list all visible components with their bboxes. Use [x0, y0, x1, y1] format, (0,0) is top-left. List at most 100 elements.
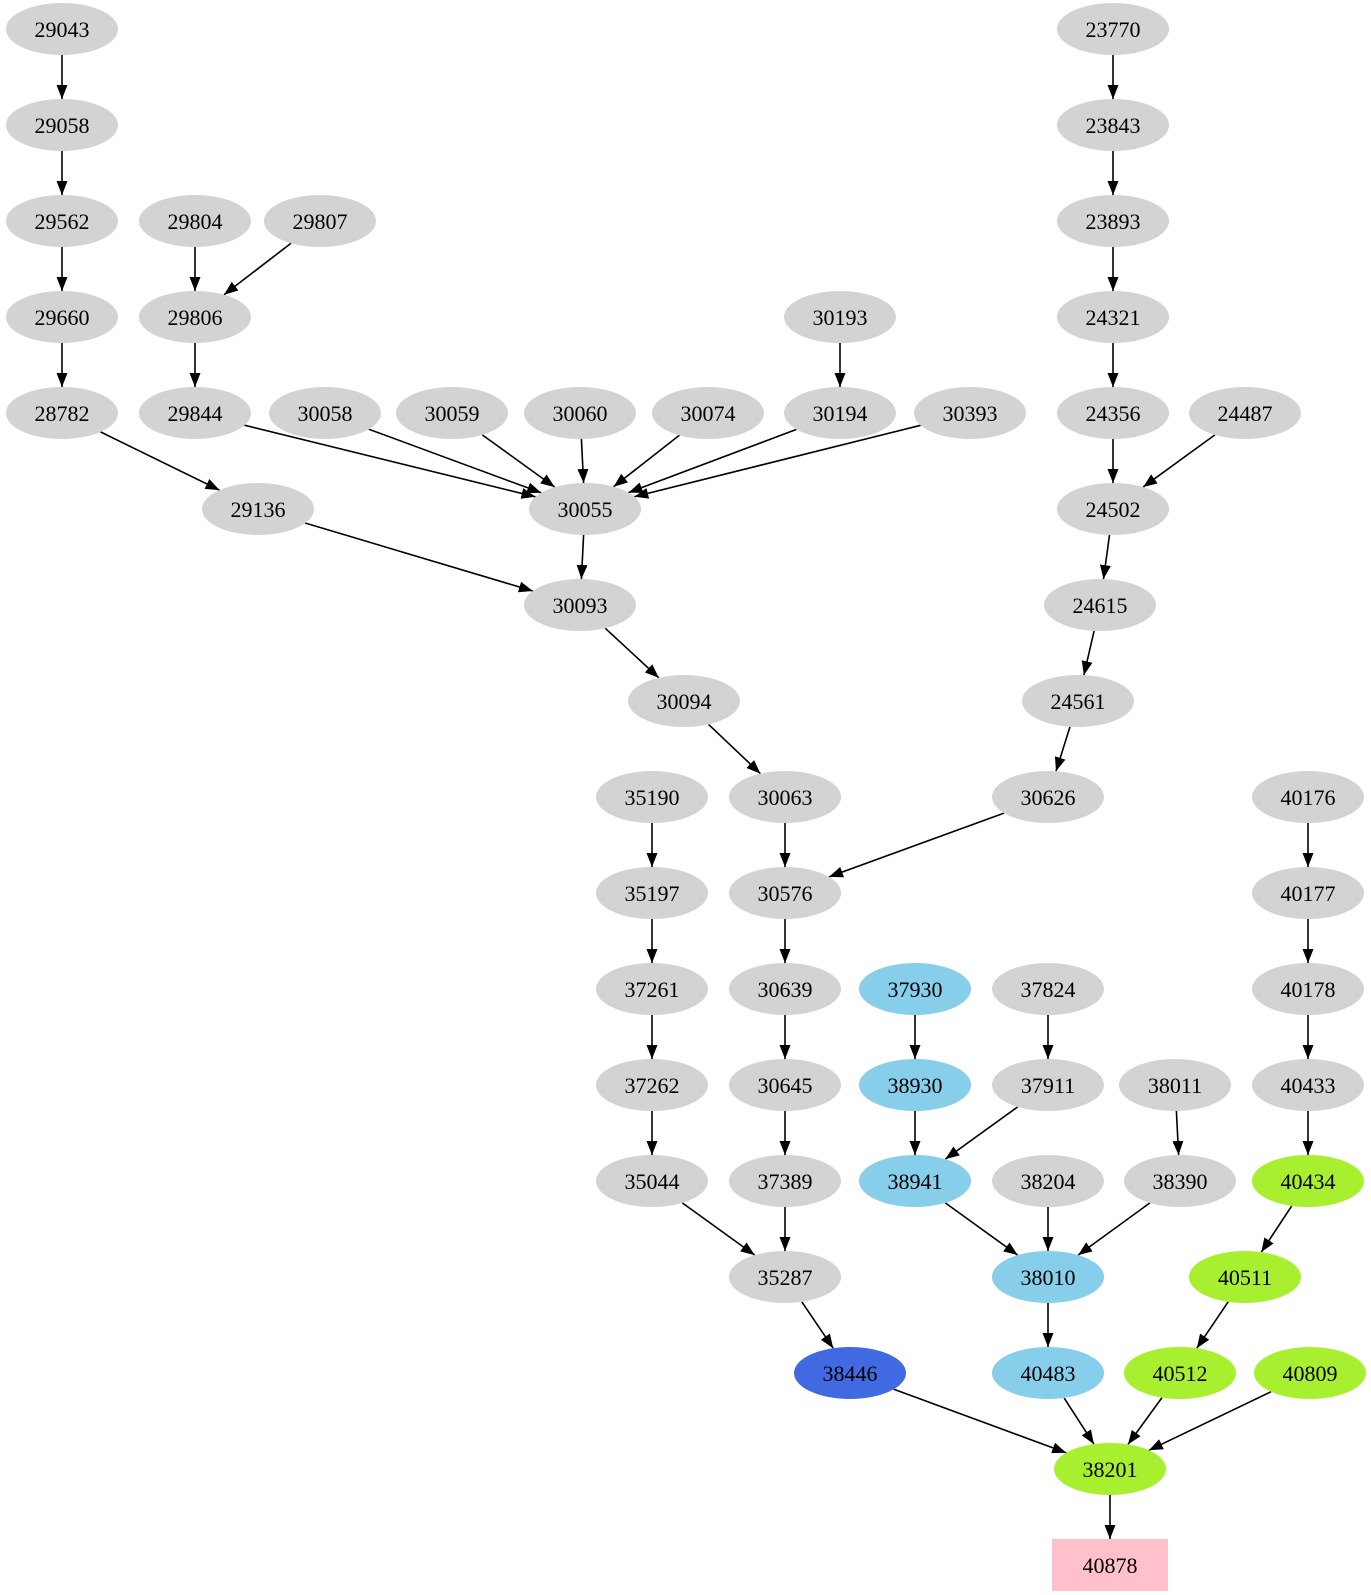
edge-40512-38201 [1127, 1397, 1163, 1445]
edge-24487-24502 [1142, 434, 1216, 488]
node-label-35190: 35190 [625, 785, 680, 810]
node-label-40176: 40176 [1281, 785, 1336, 810]
node-38941: 38941 [859, 1155, 971, 1207]
node-label-40433: 40433 [1281, 1073, 1336, 1098]
node-ellipse-40809 [1254, 1347, 1366, 1399]
node-label-37261: 37261 [625, 977, 680, 1002]
edge-40511-40512 [1196, 1301, 1229, 1349]
node-40178: 40178 [1252, 963, 1364, 1015]
edge-40483-38201 [1063, 1397, 1095, 1445]
edge-30060-30055 [577, 438, 589, 484]
node-ellipse-30063 [729, 771, 841, 823]
node-ellipse-29806 [139, 291, 251, 343]
node-label-24321: 24321 [1086, 305, 1141, 330]
node-label-37824: 37824 [1021, 977, 1076, 1002]
node-29807: 29807 [264, 195, 376, 247]
node-30093: 30093 [524, 579, 636, 631]
edge-40434-40511 [1260, 1205, 1293, 1253]
node-30060: 30060 [524, 387, 636, 439]
node-29058: 29058 [6, 99, 118, 151]
node-ellipse-24321 [1057, 291, 1169, 343]
node-30193: 30193 [784, 291, 896, 343]
node-label-29807: 29807 [293, 209, 348, 234]
node-40809: 40809 [1254, 1347, 1366, 1399]
node-ellipse-38010 [992, 1251, 1104, 1303]
node-ellipse-40434 [1252, 1155, 1364, 1207]
node-label-38011: 38011 [1148, 1073, 1202, 1098]
node-ellipse-40433 [1252, 1059, 1364, 1111]
node-label-30645: 30645 [758, 1073, 813, 1098]
node-ellipse-24561 [1022, 675, 1134, 727]
node-label-40177: 40177 [1281, 881, 1336, 906]
node-label-30393: 30393 [943, 401, 998, 426]
node-29136: 29136 [202, 483, 314, 535]
node-40511: 40511 [1189, 1251, 1301, 1303]
node-ellipse-38011 [1119, 1059, 1231, 1111]
node-24356: 24356 [1057, 387, 1169, 439]
node-30194: 30194 [784, 387, 896, 439]
node-label-30074: 30074 [681, 401, 736, 426]
node-ellipse-30059 [396, 387, 508, 439]
node-label-29562: 29562 [35, 209, 90, 234]
node-30063: 30063 [729, 771, 841, 823]
node-ellipse-28782 [6, 387, 118, 439]
node-29804: 29804 [139, 195, 251, 247]
edge-35287-38446 [801, 1301, 834, 1349]
edge-24615-24561 [1081, 630, 1095, 676]
node-35044: 35044 [596, 1155, 708, 1207]
node-35287: 35287 [729, 1251, 841, 1303]
node-37389: 37389 [729, 1155, 841, 1207]
node-label-40878: 40878 [1083, 1553, 1138, 1578]
node-ellipse-29043 [6, 3, 118, 55]
node-30645: 30645 [729, 1059, 841, 1111]
node-label-24487: 24487 [1218, 401, 1273, 426]
node-label-38390: 38390 [1153, 1169, 1208, 1194]
node-30074: 30074 [652, 387, 764, 439]
node-label-29058: 29058 [35, 113, 90, 138]
node-40878: 40878 [1052, 1539, 1168, 1591]
node-ellipse-29804 [139, 195, 251, 247]
edge-24561-30626 [1054, 726, 1071, 772]
node-24487: 24487 [1189, 387, 1301, 439]
node-29562: 29562 [6, 195, 118, 247]
node-ellipse-30060 [524, 387, 636, 439]
node-label-23770: 23770 [1086, 17, 1141, 42]
node-ellipse-30094 [628, 675, 740, 727]
node-ellipse-40178 [1252, 963, 1364, 1015]
node-24321: 24321 [1057, 291, 1169, 343]
edge-38390-38010 [1077, 1202, 1151, 1256]
node-label-30639: 30639 [758, 977, 813, 1002]
node-label-30059: 30059 [425, 401, 480, 426]
node-24615: 24615 [1044, 579, 1156, 631]
node-label-29136: 29136 [231, 497, 286, 522]
node-label-29043: 29043 [35, 17, 90, 42]
node-ellipse-35044 [596, 1155, 708, 1207]
node-label-23843: 23843 [1086, 113, 1141, 138]
node-ellipse-38446 [794, 1347, 906, 1399]
node-38204: 38204 [992, 1155, 1104, 1207]
node-29660: 29660 [6, 291, 118, 343]
node-ellipse-37930 [859, 963, 971, 1015]
node-label-40434: 40434 [1281, 1169, 1336, 1194]
edge-24502-24615 [1099, 534, 1111, 580]
node-35190: 35190 [596, 771, 708, 823]
node-label-37930: 37930 [888, 977, 943, 1002]
node-37261: 37261 [596, 963, 708, 1015]
node-label-24502: 24502 [1086, 497, 1141, 522]
node-35197: 35197 [596, 867, 708, 919]
node-30058: 30058 [269, 387, 381, 439]
node-ellipse-37389 [729, 1155, 841, 1207]
node-ellipse-30393 [914, 387, 1026, 439]
node-40177: 40177 [1252, 867, 1364, 919]
edge-layer [56, 55, 1314, 1539]
edge-30074-30055 [613, 434, 680, 488]
node-label-30093: 30093 [553, 593, 608, 618]
edge-29844-30055 [244, 424, 536, 499]
node-ellipse-37262 [596, 1059, 708, 1111]
edge-28782-29136 [100, 431, 220, 491]
edge-30626-30576 [828, 812, 1005, 878]
node-label-30626: 30626 [1021, 785, 1076, 810]
node-38010: 38010 [992, 1251, 1104, 1303]
node-label-30194: 30194 [813, 401, 868, 426]
node-30639: 30639 [729, 963, 841, 1015]
